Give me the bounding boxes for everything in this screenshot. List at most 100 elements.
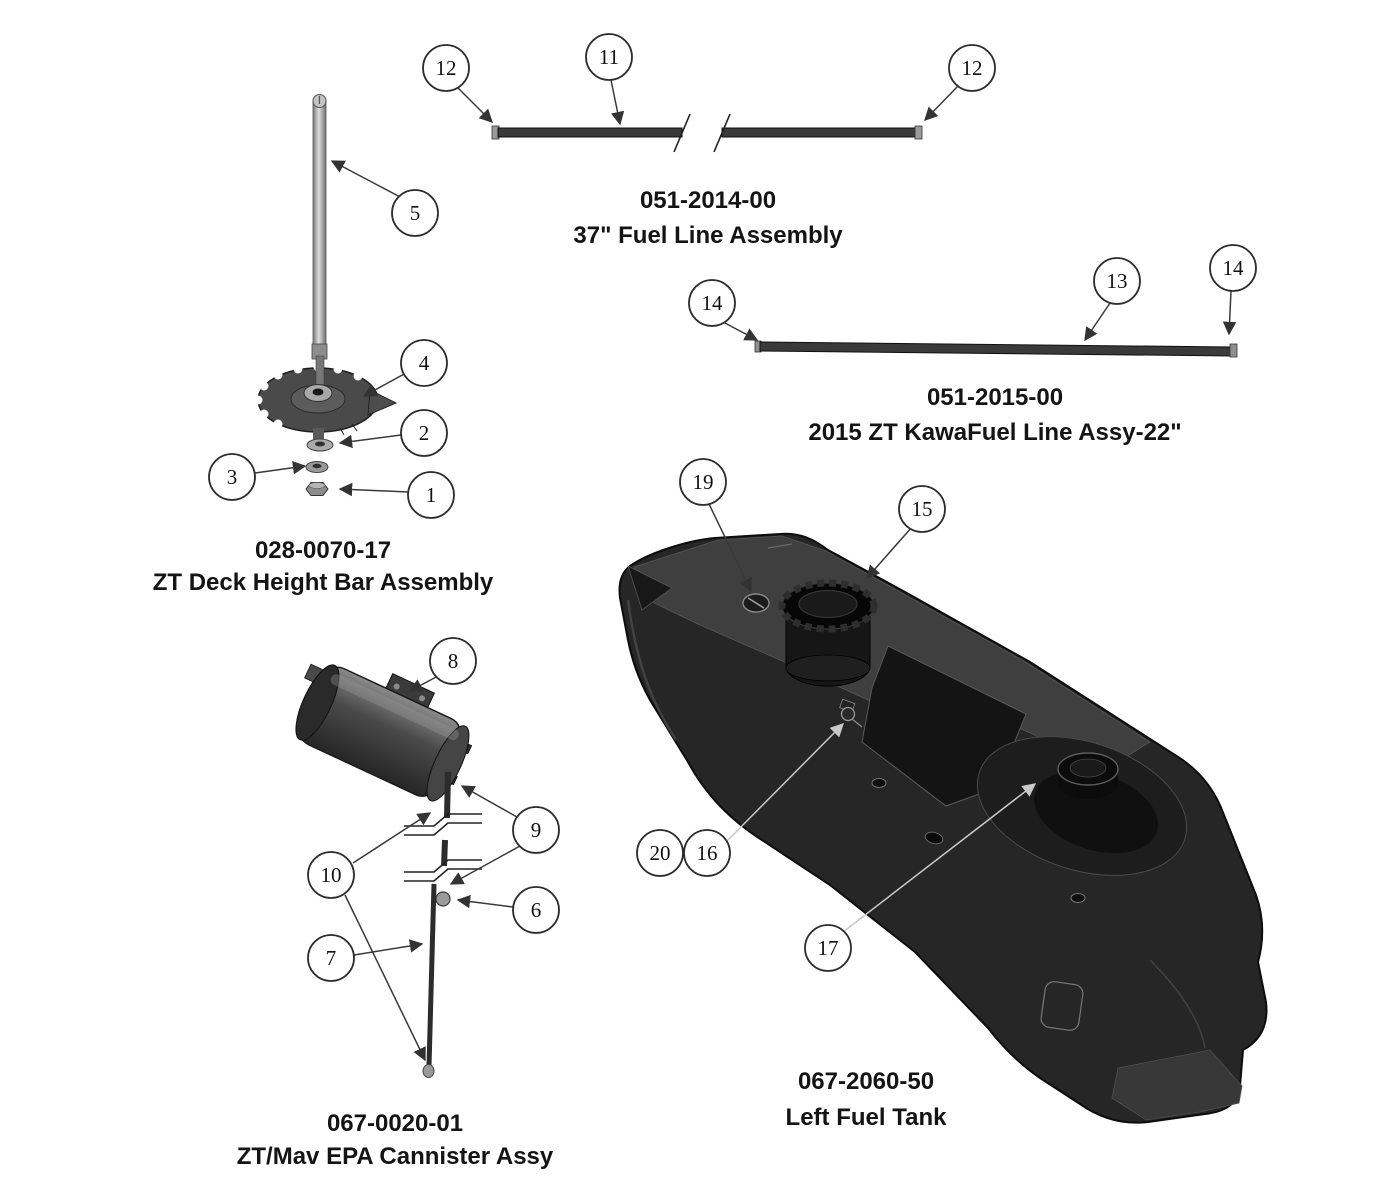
- callout-20-number: 20: [650, 841, 671, 865]
- cannister-part-name: ZT/Mav EPA Cannister Assy: [237, 1143, 554, 1170]
- leader-line-5: [330, 160, 403, 199]
- leader-line-9a: [460, 785, 518, 818]
- cannister-body: [295, 663, 473, 802]
- kawa-line-tube: [759, 341, 1233, 357]
- cannister-right-cap: [426, 725, 470, 802]
- drain-tube-segment-3: [426, 883, 437, 1067]
- cam-pointer: [367, 389, 398, 416]
- callout-14-number: 14: [702, 291, 724, 315]
- fuel-tank-body: [618, 532, 1268, 1124]
- leader-line-15: [866, 526, 913, 580]
- tank-left-notch: [627, 565, 673, 611]
- kawa-line-part-name: 2015 ZT KawaFuel Line Assy-22": [808, 419, 1181, 446]
- fuel-tank-part-number: 067-2060-50: [798, 1068, 934, 1095]
- leader-line-4: [362, 372, 407, 397]
- callout-1-number: 1: [426, 483, 437, 507]
- deck-height-bar-assembly: 5 4 2 3 1 028-0070-17 ZT Deck Height Bar…: [153, 94, 494, 596]
- leader-line-14a: [722, 321, 759, 341]
- callout-13: 13: [1093, 257, 1141, 305]
- callout-12-left: 12: [422, 44, 470, 92]
- callout-12-right: 12: [948, 44, 996, 92]
- leader-line-17: [842, 783, 1037, 933]
- callout-14-number: 14: [1223, 256, 1245, 280]
- leader-line-10a: [352, 812, 432, 864]
- callout-9: 9: [512, 806, 560, 854]
- leader-line-2: [338, 434, 402, 449]
- callout-4-number: 4: [419, 351, 430, 375]
- callout-3: 3: [208, 453, 256, 501]
- cannister-part-number: 067-0020-01: [327, 1110, 463, 1137]
- leader-line-16: [726, 723, 844, 842]
- callout-10-number: 10: [321, 863, 342, 887]
- epa-cannister-assembly: 8 9 6 10 7 067-0020-01 ZT/Mav EPA Cannis…: [237, 637, 560, 1170]
- fuel-tank-part-name: Left Fuel Tank: [786, 1104, 948, 1131]
- fuel-cap: [778, 579, 878, 687]
- cam-plate: [253, 355, 398, 436]
- callout-11: 11: [585, 33, 633, 81]
- callout-1: 1: [407, 471, 455, 519]
- tank-foot: [1111, 1049, 1243, 1121]
- kawa-line-part-number: 051-2015-00: [927, 384, 1063, 411]
- tube-break-lower: [404, 859, 482, 882]
- drain-tube-segment-1: [444, 771, 451, 819]
- fuel-line-37-part-number: 051-2014-00: [640, 187, 776, 214]
- callout-12-number: 12: [962, 56, 983, 80]
- callout-16-number: 16: [697, 841, 718, 865]
- callout-7-number: 7: [326, 946, 337, 970]
- callout-16: 16: [683, 829, 731, 877]
- fuel-line-37-assembly: 12 11 12 051-2014-00 37" Fuel Line Assem…: [422, 33, 996, 249]
- cam-lower-stub: [313, 428, 324, 441]
- leader-line-8: [408, 675, 439, 692]
- drain-plug: [742, 593, 770, 613]
- leader-line-3: [254, 460, 307, 475]
- cam-hub-hole: [312, 388, 324, 396]
- callout-17: 17: [804, 924, 852, 972]
- rollover-valve-boss: [1057, 752, 1119, 799]
- callout-5-number: 5: [410, 201, 421, 225]
- tube-break-upper: [404, 813, 482, 836]
- callout-19-number: 19: [693, 470, 714, 494]
- callout-19: 19: [679, 458, 727, 506]
- fuel-line-right-segment: [721, 127, 917, 138]
- callout-17-number: 17: [818, 936, 839, 960]
- vent-fitting: [839, 698, 863, 728]
- leader-line-19: [708, 503, 752, 593]
- leader-line-13: [1084, 302, 1111, 342]
- leader-line-6: [456, 894, 514, 909]
- callout-13-number: 13: [1107, 269, 1128, 293]
- kawa-line-right-cap: [1229, 343, 1238, 358]
- drain-tube-tip: [422, 1064, 435, 1078]
- callout-5: 5: [391, 189, 439, 237]
- callout-2: 2: [400, 409, 448, 457]
- callout-2-number: 2: [419, 421, 430, 445]
- leader-line-14b: [1222, 290, 1237, 336]
- callout-6-number: 6: [531, 898, 542, 922]
- kawa-fuel-line-assembly: 14 13 14 051-2015-00 2015 ZT KawaFuel Li…: [688, 244, 1257, 446]
- leader-line-10b: [344, 894, 426, 1062]
- callout-14-left: 14: [688, 279, 736, 327]
- leader-line-12b: [924, 84, 960, 121]
- callout-6: 6: [512, 886, 560, 934]
- callout-7: 7: [307, 934, 355, 982]
- callout-20: 20: [636, 829, 684, 877]
- callout-3-number: 3: [227, 465, 238, 489]
- cannister-left-cap: [295, 664, 340, 741]
- tank-surface-details: [626, 543, 1206, 1049]
- deck-bar-part-name: ZT Deck Height Bar Assembly: [153, 569, 494, 596]
- leader-line-9b: [449, 845, 521, 885]
- deck-bar-part-number: 028-0070-17: [255, 537, 391, 564]
- fuel-line-break-marks: [673, 113, 731, 153]
- callout-15-number: 15: [912, 497, 933, 521]
- callout-9-number: 9: [531, 818, 542, 842]
- height-bar-rod: [312, 99, 327, 349]
- callout-4: 4: [400, 339, 448, 387]
- callout-10: 10: [307, 851, 355, 899]
- left-fuel-tank-assembly: 19 15 20 16 17 067-2060-50 Left Fuel Tan…: [618, 458, 1268, 1131]
- fuel-line-left-segment: [497, 127, 683, 138]
- callout-14-right: 14: [1209, 244, 1257, 292]
- callout-11-number: 11: [599, 45, 619, 69]
- leader-line-12a: [456, 86, 493, 123]
- tube-elbow-fitting: [435, 891, 451, 907]
